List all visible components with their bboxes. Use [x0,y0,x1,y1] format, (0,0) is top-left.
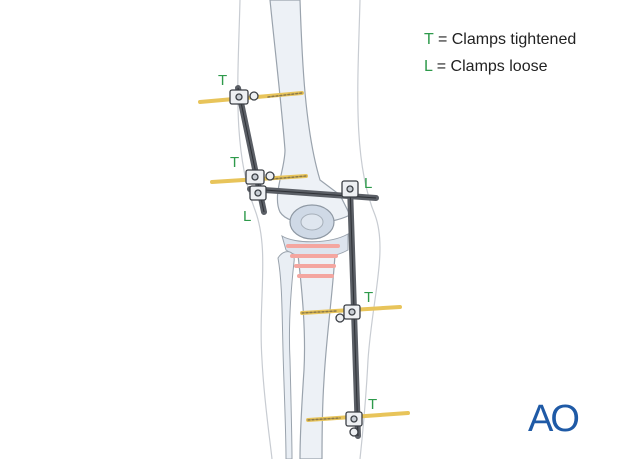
legend: T = Clamps tightened L = Clamps loose [424,26,576,80]
clamp-5 [335,304,361,323]
legend-key-l: L [424,58,433,75]
clamp-3 [249,185,267,201]
clamp-label-t4: T [368,396,377,413]
tibia [297,254,336,459]
femur [269,0,351,224]
clamp-2 [245,169,275,185]
leg-outline-right [357,0,381,459]
clamp-6 [345,411,363,437]
clamp-label-l2: L [243,208,251,225]
clamp-4 [341,180,359,198]
leg-outline-left [237,0,273,459]
legend-text-loose: = Clamps loose [436,58,548,75]
clamp-label-t3: T [364,289,373,306]
fracture-zone [286,244,340,278]
clamp-label-t1: T [218,72,227,89]
fibula [277,251,295,459]
clamps [229,89,363,437]
clamp-label-t2: T [230,154,239,171]
legend-key-t: T [424,31,434,48]
clamp-label-l1: L [364,175,372,192]
legend-item-tightened: T = Clamps tightened [424,26,576,53]
ao-logo: AO [528,398,580,440]
legend-item-loose: L = Clamps loose [424,53,576,80]
clamp-1 [229,89,259,105]
legend-text-tightened: = Clamps tightened [437,31,577,48]
